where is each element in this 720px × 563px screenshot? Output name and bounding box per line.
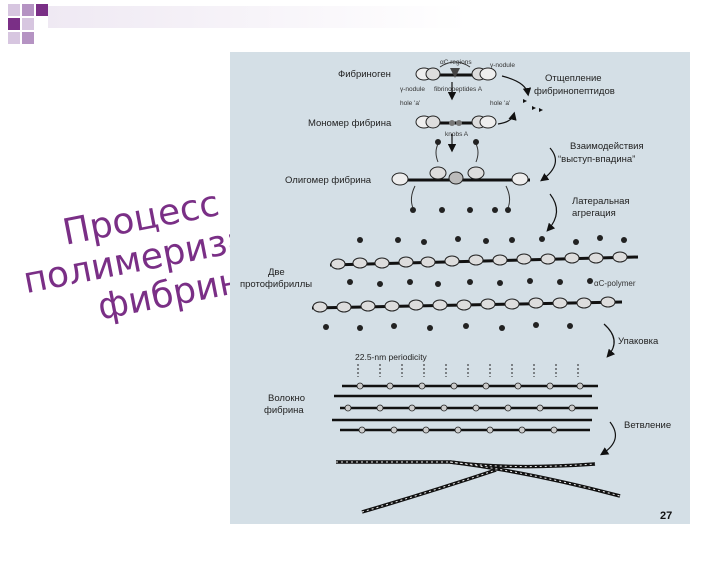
label-fiber-1: Волокно bbox=[268, 393, 305, 404]
annot-gamma-nodule-left: γ-nodule bbox=[400, 86, 425, 93]
decor-square bbox=[8, 4, 20, 16]
label-lateral-2: агрегация bbox=[572, 208, 616, 219]
annot-fibrinopeptides: fibrinopeptides A bbox=[434, 86, 482, 93]
annot-ac-polymer: αC-polymer bbox=[594, 279, 636, 288]
label-fibrinogen: Фибриноген bbox=[338, 69, 391, 80]
label-protofibrils-1: Две bbox=[268, 267, 285, 278]
fibrin-oligomer bbox=[392, 139, 530, 213]
annot-periodicity: 22.5-nm periodicity bbox=[355, 352, 427, 363]
protofibril-1 bbox=[330, 235, 638, 287]
label-branching: Ветвление bbox=[624, 420, 671, 431]
periodicity-ticks bbox=[358, 364, 578, 377]
label-packing: Упаковка bbox=[618, 336, 658, 347]
annot-hole-a-left: hole 'a' bbox=[400, 100, 420, 107]
label-protofibrils-2: протофибриллы bbox=[240, 279, 312, 290]
annot-ac-regions: αC regions bbox=[440, 59, 472, 66]
branched-fibers bbox=[336, 462, 620, 512]
label-cleavage-2: фибринопептидов bbox=[534, 86, 615, 97]
fibrin-fiber-bundle bbox=[332, 386, 598, 430]
protofibril-2 bbox=[312, 297, 622, 331]
page-number: 27 bbox=[660, 510, 672, 522]
label-interaction-2: “выступ-впадина” bbox=[558, 154, 635, 165]
annot-hole-a-right: hole 'a' bbox=[490, 100, 510, 107]
label-lateral-1: Латеральная bbox=[572, 196, 630, 207]
label-oligomer: Олигомер фибрина bbox=[285, 175, 371, 186]
annot-knobs: knobs A bbox=[445, 131, 468, 138]
decor-square bbox=[22, 4, 34, 16]
label-cleavage-1: Отщепление bbox=[545, 73, 602, 84]
fibrin-monomer bbox=[416, 116, 496, 128]
fibrinopeptide-fragments bbox=[523, 99, 543, 112]
label-interaction-1: Взаимодействия bbox=[570, 141, 644, 152]
label-monomer: Мономер фибрина bbox=[308, 118, 391, 129]
label-fiber-2: фибрина bbox=[264, 405, 304, 416]
annot-gamma-nodule-right: γ-nodule bbox=[490, 62, 515, 69]
